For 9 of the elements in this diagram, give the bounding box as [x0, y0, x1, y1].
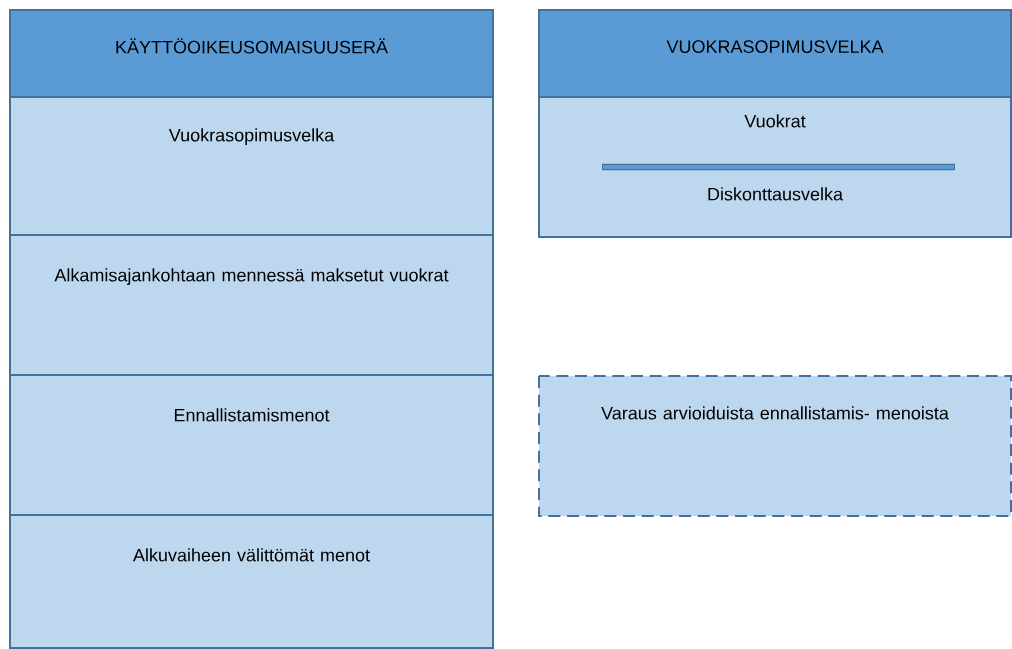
cell: Ennallistamismenot [9, 374, 494, 516]
node-label: Alkuvaiheen välittömät menot [132, 548, 370, 562]
dashed-box: Varaus arvioiduista ennallistamis- menoista [538, 375, 1012, 517]
cell: Alkuvaiheen välittömät menot [9, 514, 494, 649]
cell: Alkamisajankohtaan mennessä maksetut vuokrat [9, 234, 494, 376]
cell: Vuokrasopimusvelka [9, 96, 494, 236]
box: Vuokrat Diskonttausvelka [538, 96, 1012, 238]
header-band: VUOKRASOPIMUSVELKA [538, 9, 1012, 98]
header-band: KÄYTTÖOIKEUSOMAISUUSERÄ [9, 9, 494, 98]
